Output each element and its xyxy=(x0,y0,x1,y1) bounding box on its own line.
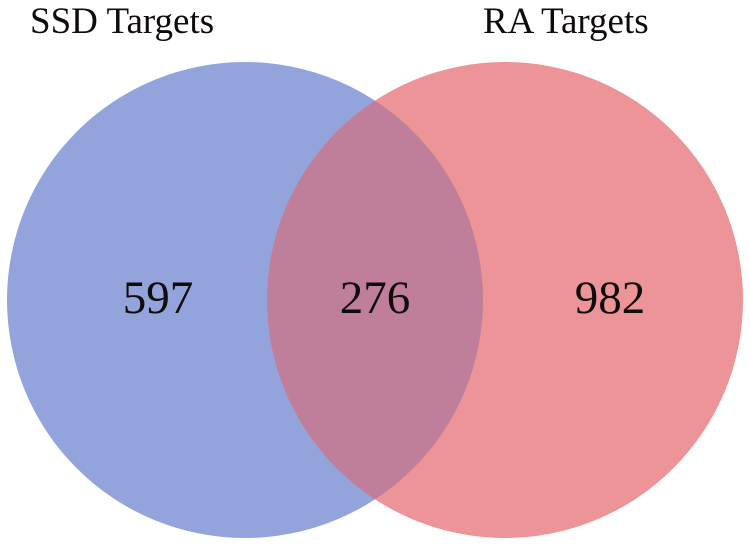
count-right-only: 982 xyxy=(574,272,646,324)
set-label-ra-targets: RA Targets xyxy=(483,1,649,42)
count-left-only: 597 xyxy=(122,272,194,324)
count-intersection: 276 xyxy=(339,272,411,324)
set-label-ssd-targets: SSD Targets xyxy=(30,1,215,42)
set-intersection-region xyxy=(267,62,483,538)
